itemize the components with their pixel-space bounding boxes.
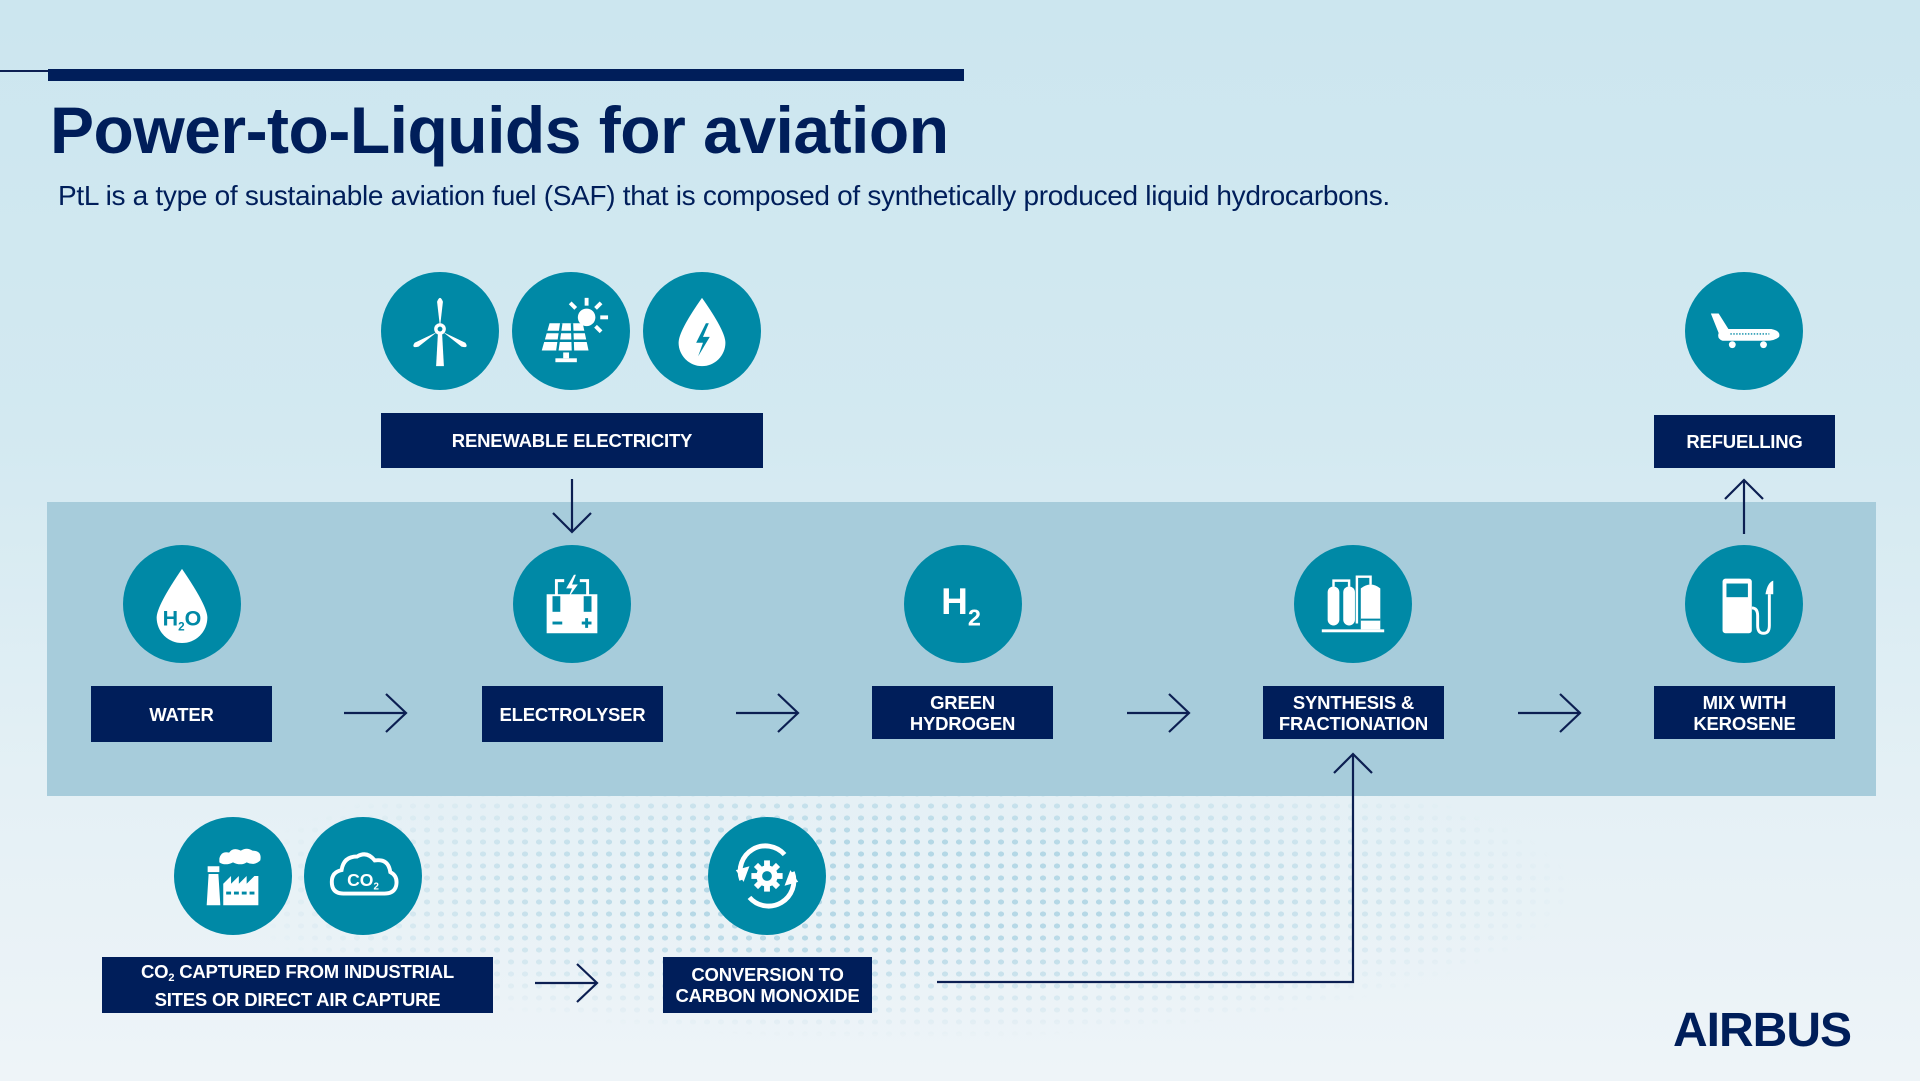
arrow-right-icon — [535, 963, 599, 1003]
refinery-tanks-icon — [1294, 545, 1412, 663]
water-drop-h2o-icon: H2O — [123, 545, 241, 663]
wind-turbine-icon — [381, 272, 499, 390]
gear-cycle-icon — [708, 817, 826, 935]
electrolyser-label: ELECTROLYSER — [482, 686, 663, 742]
header-thin-rule — [0, 70, 50, 72]
arrow-right-icon — [344, 693, 408, 733]
renewable-electricity-label: RENEWABLE ELECTRICITY — [381, 413, 763, 468]
arrow-right-icon — [736, 693, 800, 733]
refuelling-label: REFUELLING — [1654, 415, 1835, 468]
svg-text:H2: H2 — [941, 580, 981, 631]
water-label: WATER — [91, 686, 272, 742]
synthesis-fractionation-label: SYNTHESIS &FRACTIONATION — [1263, 686, 1444, 739]
factory-icon — [174, 817, 292, 935]
hydro-drop-lightning-icon — [643, 272, 761, 390]
co2-cloud-icon: CO2 — [304, 817, 422, 935]
svg-text:CO2: CO2 — [347, 870, 379, 893]
fuel-pump-icon — [1685, 545, 1803, 663]
arrow-up-icon — [1724, 478, 1764, 534]
airplane-icon — [1685, 272, 1803, 390]
airbus-logo: AIRBUS — [1673, 1004, 1852, 1057]
elbow-arrow-up-icon — [937, 752, 1373, 984]
conversion-carbon-monoxide-label: CONVERSION TO CARBON MONOXIDE — [663, 957, 872, 1013]
co2-capture-label: CO2 CAPTURED FROM INDUSTRIAL SITES OR DI… — [102, 957, 493, 1013]
page-title: Power-to-Liquids for aviation — [50, 93, 949, 167]
arrow-right-icon — [1518, 693, 1582, 733]
page-subtitle: PtL is a type of sustainable aviation fu… — [58, 180, 1390, 211]
solar-panel-icon — [512, 272, 630, 390]
header-thick-rule — [48, 69, 964, 81]
arrow-down-icon — [552, 479, 592, 534]
electrolyser-battery-icon — [513, 545, 631, 663]
arrow-right-icon — [1127, 693, 1191, 733]
h2-icon: H2 — [904, 545, 1022, 663]
